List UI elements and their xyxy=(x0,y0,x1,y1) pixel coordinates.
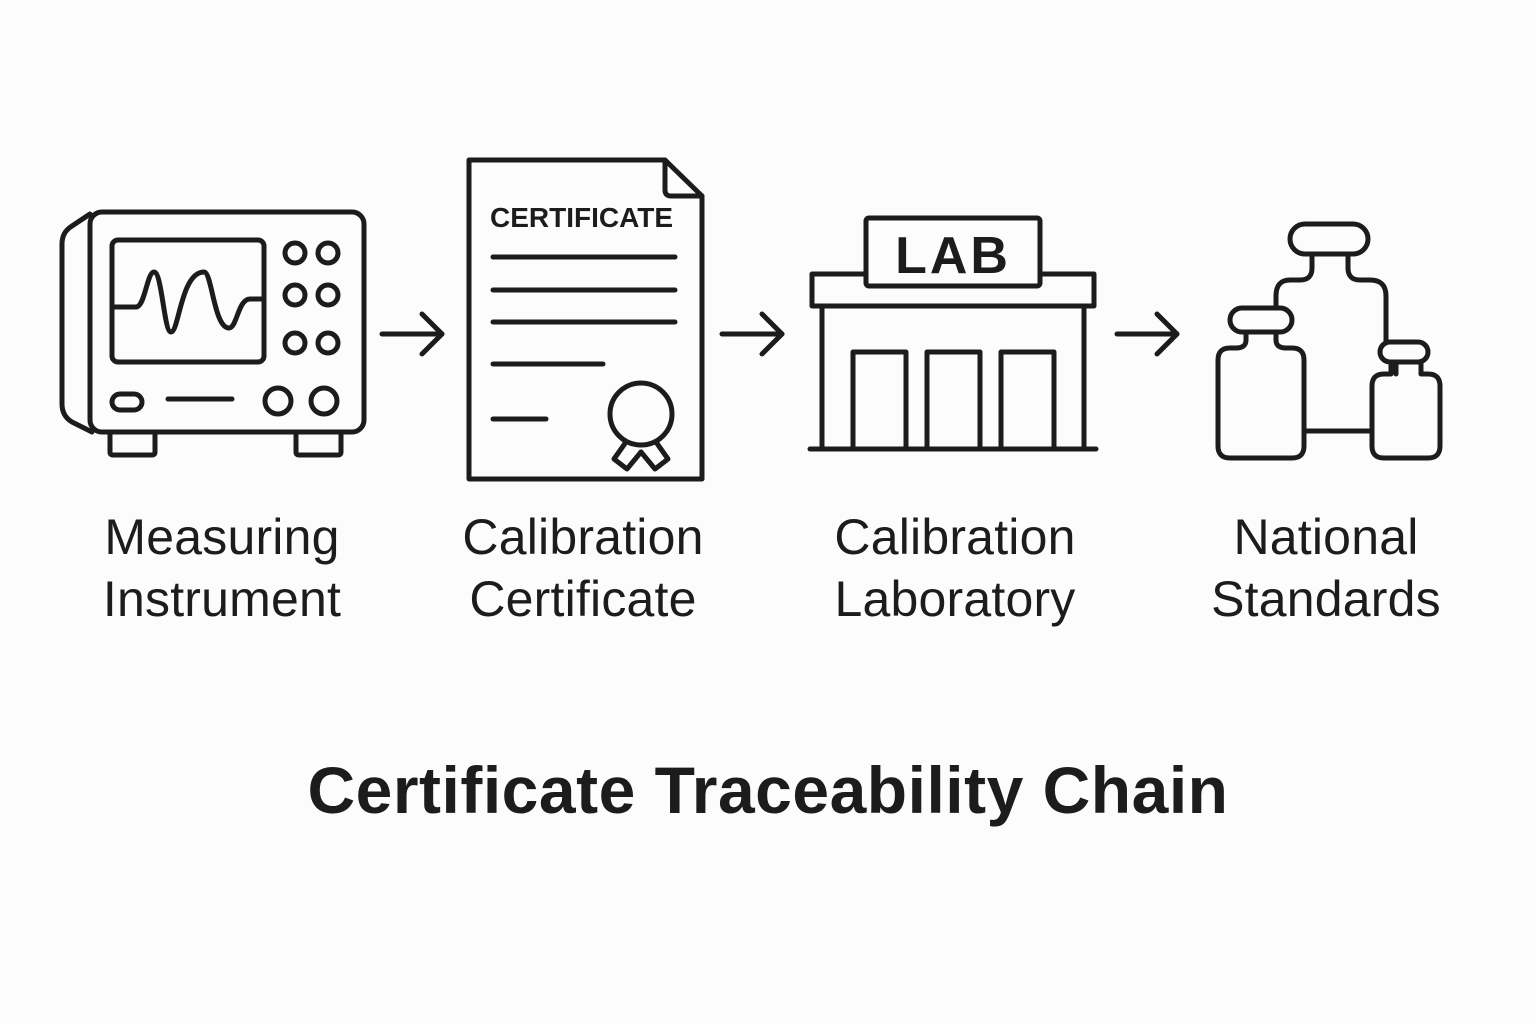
diagram-title: Certificate Traceability Chain xyxy=(307,753,1229,827)
label-line: Laboratory xyxy=(834,571,1076,627)
label-line: Certificate xyxy=(469,571,697,627)
arrow-right-icon xyxy=(719,311,785,357)
label-line: National xyxy=(1233,509,1419,565)
label-line: Calibration xyxy=(834,509,1076,565)
label-line: Measuring xyxy=(104,509,340,565)
arrow-right-icon xyxy=(1114,311,1180,357)
certificate-heading-text: CERTIFICATE xyxy=(490,202,673,233)
label-line: Instrument xyxy=(102,571,342,627)
step-label-measuring-instrument: Measuring Instrument xyxy=(42,506,402,630)
reference-weights-icon xyxy=(1215,221,1443,461)
step-label-national-standards: National Standards xyxy=(1146,506,1506,630)
step-label-calibration-certificate: Calibration Certificate xyxy=(403,506,763,630)
lab-sign-text: LAB xyxy=(895,227,1011,285)
certificate-document-icon: CERTIFICATE xyxy=(466,157,705,482)
arrow-right-icon xyxy=(379,311,445,357)
label-line: Standards xyxy=(1211,571,1441,627)
step-label-calibration-laboratory: Calibration Laboratory xyxy=(775,506,1135,630)
label-line: Calibration xyxy=(462,509,704,565)
laboratory-building-icon: LAB xyxy=(807,215,1099,452)
oscilloscope-icon xyxy=(59,209,367,458)
